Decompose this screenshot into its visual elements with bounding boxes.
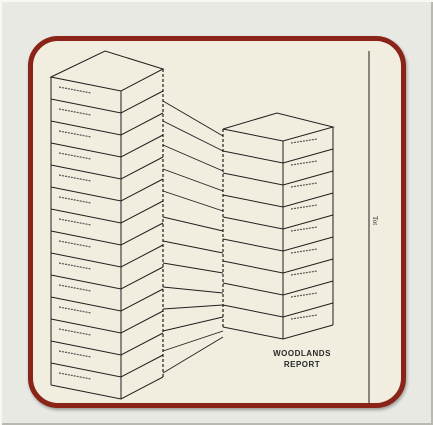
connector-line: [162, 144, 224, 172]
left-stack-layer: [50, 178, 164, 202]
stack-label-line1: WOODLANDS: [273, 349, 331, 358]
right-stack-layer: [222, 324, 334, 340]
left-stack-layer-text: [58, 86, 92, 94]
left-stack-layer-text: [58, 350, 92, 358]
left-stack-layer: [50, 112, 164, 136]
left-stack-layer-text: [58, 174, 92, 182]
connector-line: [162, 316, 224, 332]
left-stack-layer: [50, 244, 164, 268]
connector-line: [162, 240, 224, 254]
left-stack-layer: [50, 354, 164, 378]
left-stack-layer: [50, 156, 164, 180]
left-stack-layer-text: [58, 306, 92, 314]
stack-diagram: Tot: [49, 50, 379, 403]
right-stack-layer-text: [290, 226, 318, 232]
right-stack-layer-text: [290, 292, 318, 298]
left-stack-layer-text: [58, 240, 92, 248]
left-stack-layer: [50, 200, 164, 224]
right-stack-layer-text: [290, 314, 318, 320]
left-stack-layer-text: [58, 152, 92, 160]
right-stack-layer-text: [290, 182, 318, 188]
right-stack-layer-text: [290, 204, 318, 210]
connector-line: [162, 120, 224, 152]
left-stack-layer: [50, 310, 164, 334]
left-stack-layer-text: [58, 130, 92, 138]
left-stack-top: [49, 50, 165, 92]
connector-line: [162, 216, 224, 232]
left-stack-layer-text: [58, 108, 92, 116]
stack-label-line2: REPORT: [283, 360, 321, 369]
left-stack-layer-text: [58, 284, 92, 292]
left-stack-layer: [50, 134, 164, 158]
right-stack-layer-text: [290, 248, 318, 254]
left-stack-layer: [50, 266, 164, 290]
left-stack-layer: [50, 332, 164, 356]
side-mark: Tot: [371, 216, 379, 225]
left-stack-layer: [50, 222, 164, 246]
left-stack-layer: [50, 288, 164, 312]
right-stack-layer-text: [290, 160, 318, 166]
left-stack-layer: [50, 376, 164, 400]
connector-line: [162, 100, 224, 137]
left-stack-layer-text: [58, 372, 92, 380]
connector-line: [162, 190, 224, 212]
left-stack-layer-text: [58, 218, 92, 226]
connector-lines: [162, 100, 224, 374]
diagram-frame: Tot WOODLANDS REPORT: [28, 36, 406, 408]
right-stack-layer-text: [290, 270, 318, 276]
connector-line: [162, 262, 224, 274]
left-stack-layer-text: [58, 196, 92, 204]
connector-line: [162, 336, 224, 374]
connector-line: [162, 286, 224, 294]
right-stack-layer-text: [290, 138, 318, 144]
connector-line: [162, 330, 224, 352]
left-stack-layer-text: [58, 328, 92, 336]
connector-line: [162, 168, 224, 192]
connector-line: [162, 304, 224, 310]
right-stack-top: [222, 112, 335, 142]
right-stack: [222, 112, 335, 340]
left-stack-layer: [50, 90, 164, 114]
left-stack: [49, 50, 165, 400]
stack-label: WOODLANDS REPORT: [254, 348, 350, 370]
left-stack-layer-text: [58, 262, 92, 270]
